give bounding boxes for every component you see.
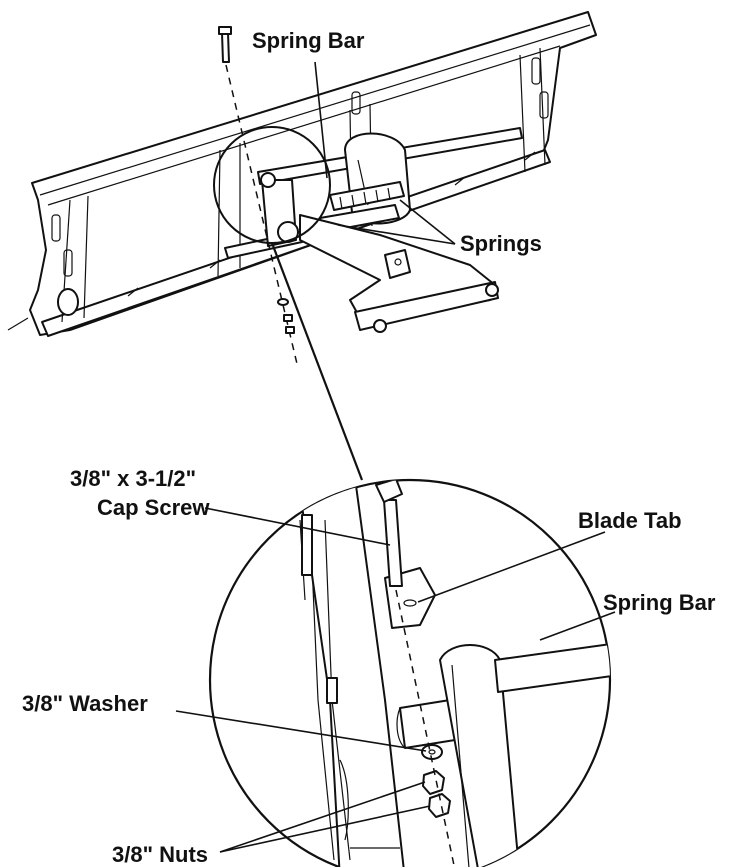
label-blade-tab: Blade Tab <box>578 508 682 533</box>
spring-bar-assembly <box>224 127 523 333</box>
label-cap-screw-size: 3/8" x 3-1/2" <box>70 466 196 491</box>
label-cap-screw: Cap Screw <box>97 495 210 520</box>
label-nuts: 3/8" Nuts <box>112 842 208 867</box>
detail-view <box>208 478 612 867</box>
leader-lines <box>175 61 616 853</box>
hardware-small <box>277 298 295 334</box>
label-springs: Springs <box>460 231 542 256</box>
label-spring-bar-top: Spring Bar <box>252 28 365 53</box>
callout-connector <box>270 242 364 481</box>
cap-screw-small <box>218 26 232 63</box>
label-spring-bar-detail: Spring Bar <box>603 590 716 615</box>
label-washer: 3/8" Washer <box>22 691 148 716</box>
